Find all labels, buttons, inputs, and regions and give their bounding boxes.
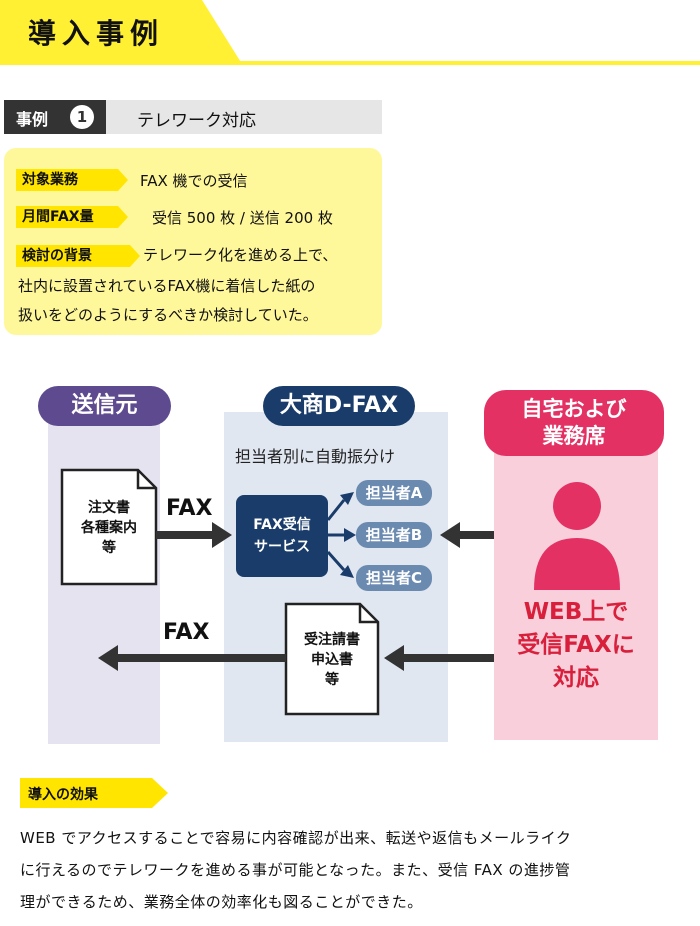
- arrow-left-icon: [440, 522, 494, 548]
- home-title-line-1: 自宅および: [521, 397, 627, 421]
- page-title: 導入事例: [28, 17, 165, 50]
- incoming-doc-line-3: 等: [102, 540, 116, 556]
- effects-line-1: WEB でアクセスすることで容易に内容確認が出来、転送や返信もメールライク: [20, 829, 572, 847]
- background-line-1: テレワーク化を進める上で、: [143, 246, 338, 264]
- person-c-badge: 担当者C: [356, 565, 432, 591]
- branch-arrows-icon: [326, 492, 356, 578]
- person-icon: [534, 482, 620, 590]
- header-underline: [0, 61, 700, 65]
- background-tag: 検討の背景: [16, 245, 140, 267]
- background-line-2: 社内に設置されているFAX機に着信した紙の: [18, 277, 316, 295]
- outgoing-doc-line-1: 受注請書: [304, 632, 360, 648]
- target-value: FAX 機での受信: [140, 172, 248, 190]
- web-line-3: 対応: [553, 665, 599, 691]
- incoming-doc-line-2: 各種案内: [81, 520, 137, 536]
- fax-receive-service: FAX受信 サービス: [236, 495, 328, 577]
- case-label: 事例: [16, 110, 49, 129]
- auto-sort-label: 担当者別に自動振分け: [235, 447, 396, 466]
- outgoing-doc-line-3: 等: [325, 672, 339, 688]
- fax-out-label: FAX: [163, 620, 210, 645]
- outgoing-document-text: 受注請書 申込書 等: [286, 630, 378, 690]
- effects-label: 導入の効果: [28, 787, 98, 803]
- service-line-1: FAX受信: [253, 517, 311, 533]
- web-line-1: WEB上で: [523, 599, 629, 625]
- arrow-left-icon: [98, 645, 286, 671]
- home-title: 自宅および 業務席: [484, 390, 664, 456]
- fax-in-label: FAX: [166, 496, 213, 521]
- home-title-line-2: 業務席: [542, 424, 606, 448]
- effects-line-3: 理ができるため、業務全体の効率化も図ることができた。: [20, 893, 423, 911]
- source-title: 送信元: [38, 386, 171, 426]
- volume-tag: 月間FAX量: [16, 206, 128, 228]
- target-tag: 対象業務: [16, 169, 128, 191]
- arrow-left-icon: [384, 645, 494, 671]
- effects-tag: [20, 778, 168, 808]
- effects-text: WEB でアクセスすることで容易に内容確認が出来、転送や返信もメールライク に行…: [20, 822, 670, 918]
- incoming-doc-line-1: 注文書: [88, 500, 130, 516]
- header-band: [0, 0, 242, 64]
- background-line-3: 扱いをどのようにするべきか検討していた。: [18, 306, 318, 324]
- outgoing-doc-line-2: 申込書: [311, 652, 353, 668]
- person-a-badge: 担当者A: [356, 480, 432, 506]
- service-line-2: サービス: [254, 539, 310, 555]
- case-number-badge: 1: [70, 105, 94, 129]
- case-title: テレワーク対応: [137, 111, 256, 131]
- web-line-2: 受信FAXに: [517, 632, 635, 658]
- person-b-badge: 担当者B: [356, 522, 432, 548]
- effects-line-2: に行えるのでテレワークを進める事が可能となった。また、受信 FAX の進捗管: [20, 861, 571, 879]
- volume-value: 受信 500 枚 / 送信 200 枚: [152, 209, 333, 227]
- web-response-text: WEB上で 受信FAXに 対応: [494, 596, 658, 695]
- outgoing-document-icon: [284, 602, 380, 716]
- dfax-title: 大商D-FAX: [263, 386, 415, 426]
- incoming-document-text: 注文書 各種案内 等: [62, 498, 156, 558]
- arrow-right-icon: [156, 522, 232, 548]
